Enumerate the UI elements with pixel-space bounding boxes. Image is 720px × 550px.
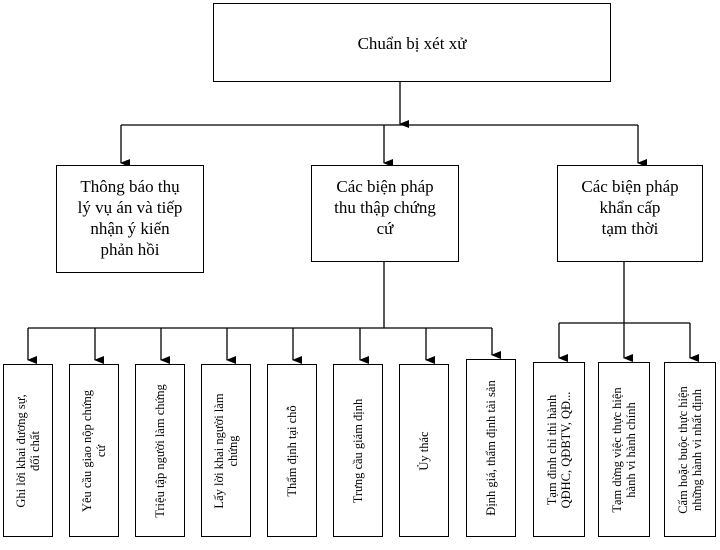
evidence-item-onsite-appraisal: Thẩm định tại chỗ bbox=[267, 364, 317, 537]
evidence-item-asset-valuation: Định giá, thẩm định tài sản bbox=[466, 359, 516, 537]
notice-label: Thông báo thụ lý vụ án và tiếp nhận ý ki… bbox=[77, 177, 183, 259]
evidence-node: Các biện pháp thu thập chứng cứ bbox=[311, 165, 459, 262]
evidence-item-label: Định giá, thẩm định tài sản bbox=[484, 380, 498, 516]
interim-item-halt-admin-act: Tạm dừng việc thực hiện hành vi hành chí… bbox=[598, 362, 650, 537]
root-label: Chuẩn bị xét xử bbox=[357, 34, 467, 53]
interim-label: Các biện pháp khẩn cấp tạm thời bbox=[581, 177, 679, 238]
evidence-item-witness-testimony: Lấy lời khai người làm chứng bbox=[201, 364, 251, 537]
evidence-item-label: Ủy thác bbox=[417, 430, 431, 471]
evidence-item-testimony: Ghi lời khai đương sự, đối chất bbox=[3, 364, 53, 537]
evidence-item-entrustment: Ủy thác bbox=[399, 364, 449, 537]
evidence-item-expert-assessment: Trưng cầu giám định bbox=[333, 364, 383, 537]
evidence-item-label: Trưng cầu giám định bbox=[351, 398, 365, 503]
interim-item-suspend-decision: Tạm đình chỉ thi hành QĐHC, QĐBTV, QĐ... bbox=[533, 362, 585, 537]
evidence-item-submit-evidence: Yêu cầu giao nộp chứng cứ bbox=[69, 364, 119, 537]
evidence-label: Các biện pháp thu thập chứng cứ bbox=[334, 177, 436, 238]
interim-item-prohibit-or-compel: Cấm hoặc buộc thực hiện những hành vi nh… bbox=[664, 362, 716, 537]
interim-item-label: Cấm hoặc buộc thực hiện những hành vi nh… bbox=[676, 385, 704, 514]
root-node: Chuẩn bị xét xử bbox=[213, 3, 611, 82]
notice-node: Thông báo thụ lý vụ án và tiếp nhận ý ki… bbox=[56, 165, 204, 273]
evidence-item-label: Yêu cầu giao nộp chứng cứ bbox=[80, 389, 108, 512]
interim-item-label: Tạm dừng việc thực hiện hành vi hành chí… bbox=[610, 386, 638, 513]
evidence-item-label: Ghi lời khai đương sự, đối chất bbox=[14, 393, 42, 508]
evidence-item-label: Lấy lời khai người làm chứng bbox=[212, 392, 240, 509]
evidence-item-label: Triệu tập người làm chứng bbox=[153, 383, 167, 518]
evidence-item-label: Thẩm định tại chỗ bbox=[285, 404, 299, 497]
interim-item-label: Tạm đình chỉ thi hành QĐHC, QĐBTV, QĐ... bbox=[545, 391, 573, 508]
evidence-item-summon-witness: Triệu tập người làm chứng bbox=[135, 364, 185, 537]
interim-node: Các biện pháp khẩn cấp tạm thời bbox=[557, 165, 703, 262]
